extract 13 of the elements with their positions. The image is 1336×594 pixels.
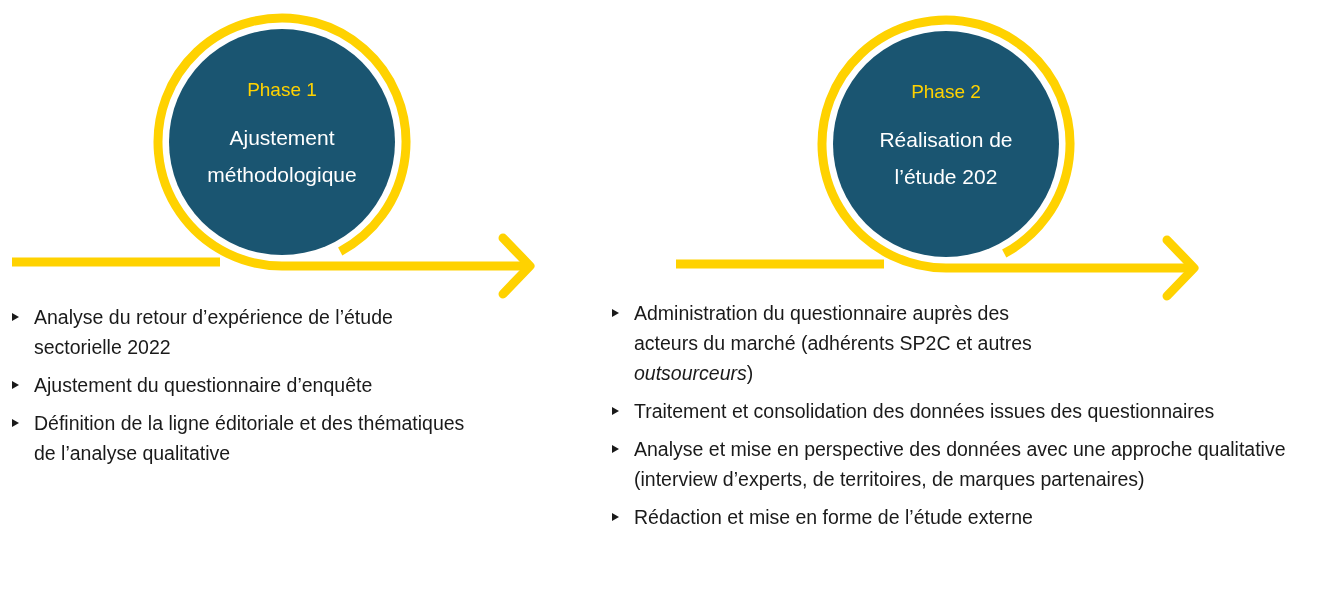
bullet-item: Rédaction et mise en forme de l’étude externe: [612, 502, 1336, 532]
phase-circle: [169, 29, 395, 255]
bullet-item: Administration du questionnaire auprès des acteurs du marché (adhérents SP2C et autres outsourceurs): [612, 298, 1074, 388]
phase-circle: [833, 31, 1059, 257]
bullet-item: Analyse du retour d’expérience de l’étude sectorielle 2022: [12, 302, 482, 362]
bullet-item: Analyse et mise en perspective des données avec une approche qualitative (interview d’experts, de territoires, de marques partenaires): [612, 434, 1334, 494]
phase-title: Ajustement méthodologique: [206, 125, 358, 188]
phase-label: Phase 2: [911, 81, 981, 103]
phase-label: Phase 1: [247, 79, 317, 101]
bullet-item: Traitement et consolidation des données issues des questionnaires: [612, 396, 1336, 426]
bullet-item: Ajustement du questionnaire d’enquête: [12, 370, 482, 400]
bullet-item: Définition de la ligne éditoriale et des thématiques de l’analyse qualitative: [12, 408, 482, 468]
phase-title: Réalisation de l’étude 202: [878, 127, 1014, 190]
